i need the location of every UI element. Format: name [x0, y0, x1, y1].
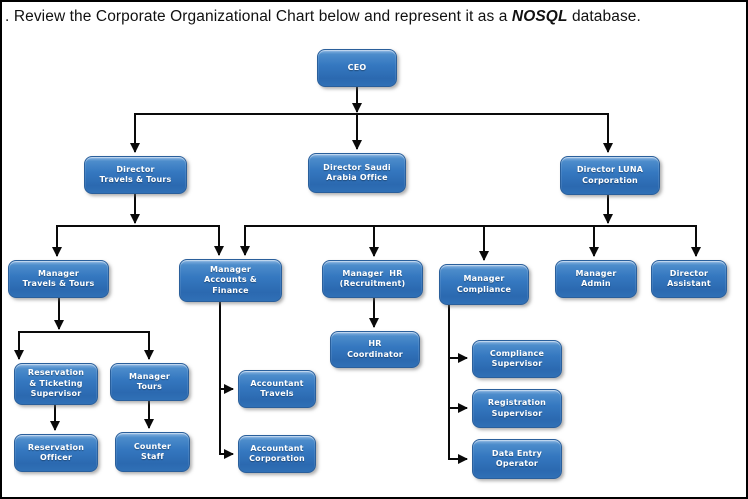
title-emphasis: NOSQL	[511, 8, 568, 25]
org-node-director-assistant: Director Assistant	[651, 260, 727, 298]
connectors-ceo	[130, 87, 613, 153]
org-node-ceo: CEO	[317, 49, 397, 87]
title-prefix: . Review the Corporate Organizational Ch…	[5, 8, 512, 25]
org-node-manager-tours: Manager Tours	[110, 363, 189, 401]
org-node-manager-compliance: Manager Compliance	[439, 264, 529, 305]
connectors-director-luna	[240, 195, 701, 261]
org-node-manager-hr: Manager HR (Recruitment)	[322, 260, 423, 298]
org-node-director-travels-tours: Director Travels & Tours	[84, 156, 187, 194]
org-node-reservation-officer: Reservation Officer	[14, 434, 98, 472]
org-node-reservation-ticketing-supervisor: Reservation & Ticketing Supervisor	[14, 363, 98, 405]
org-node-manager-admin: Manager Admin	[555, 260, 637, 298]
org-node-manager-accounts-finance: Manager Accounts & Finance	[179, 259, 282, 302]
org-node-manager-travels-tours: Manager Travels & Tours	[8, 260, 109, 298]
org-node-compliance-supervisor: Compliance Supervisor	[472, 340, 562, 378]
connectors-director-travels-tours	[52, 194, 224, 257]
connectors-manager-compliance	[448, 305, 468, 464]
org-node-director-luna: Director LUNA Corporation	[560, 156, 660, 195]
connectors-manager-accounts-finance	[219, 302, 234, 459]
org-node-accountant-travels: Accountant Travels	[238, 370, 316, 408]
org-node-data-entry-operator: Data Entry Operator	[472, 439, 562, 479]
org-node-hr-coordinator: HR Coordinator	[330, 331, 420, 368]
org-node-registration-supervisor: Registration Supervisor	[472, 389, 562, 428]
page-title: . Review the Corporate Organizational Ch…	[5, 8, 745, 26]
org-node-accountant-corporation: Accountant Corporation	[238, 435, 316, 473]
title-suffix: database.	[567, 8, 641, 25]
org-node-counter-staff: Counter Staff	[115, 432, 190, 472]
org-node-director-saudi-arabia: Director Saudi Arabia Office	[308, 153, 406, 193]
